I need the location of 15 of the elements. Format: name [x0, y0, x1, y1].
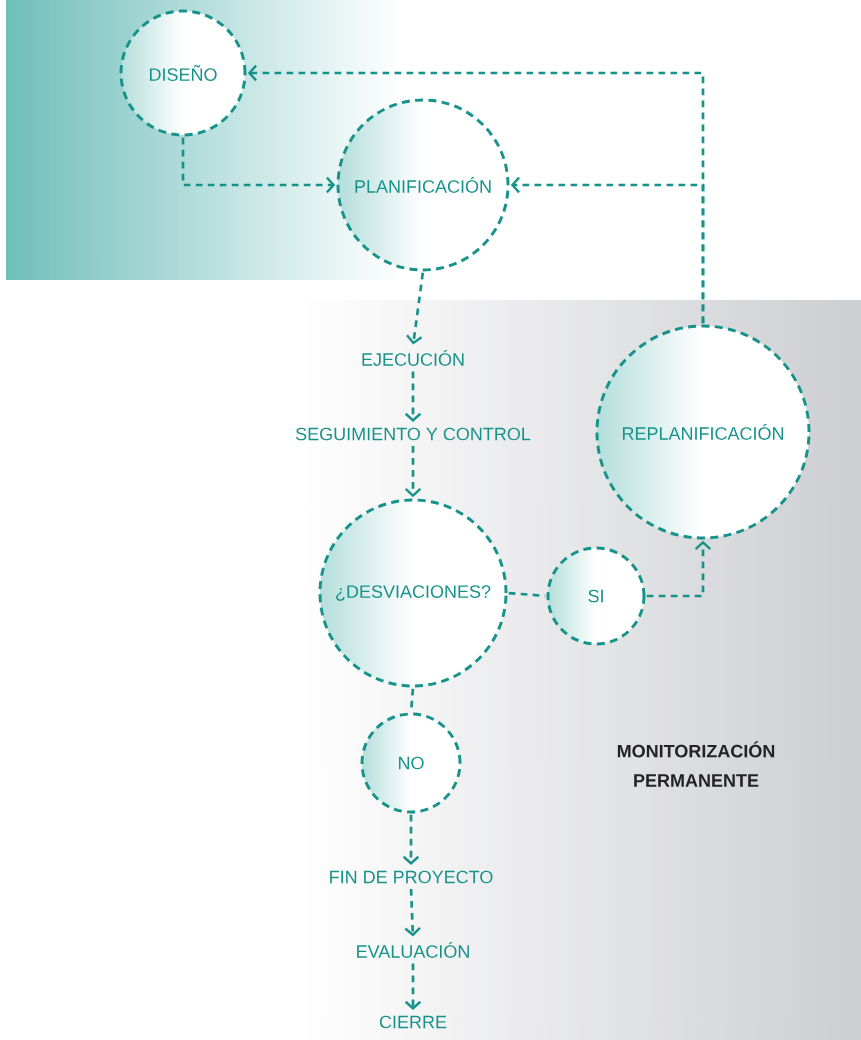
step-label: CIERRE — [379, 1015, 447, 1029]
arrow — [404, 888, 421, 937]
step-label: SEGUIMIENTO Y CONTROL — [295, 427, 531, 441]
step-label: FIN DE PROYECTO — [330, 870, 493, 884]
arrow — [404, 963, 422, 1011]
step-label: EVALUACIÓN — [357, 942, 469, 958]
note-text: MONITORIZACIÓN PERMANENTE — [617, 741, 775, 787]
arrow — [247, 64, 705, 324]
arrow — [402, 814, 420, 866]
arrow — [406, 272, 425, 345]
arrow — [404, 446, 422, 498]
arrow — [181, 137, 336, 194]
step-label: EJECUCIÓN — [362, 350, 464, 366]
arrow — [404, 371, 422, 423]
arrow — [646, 540, 712, 598]
